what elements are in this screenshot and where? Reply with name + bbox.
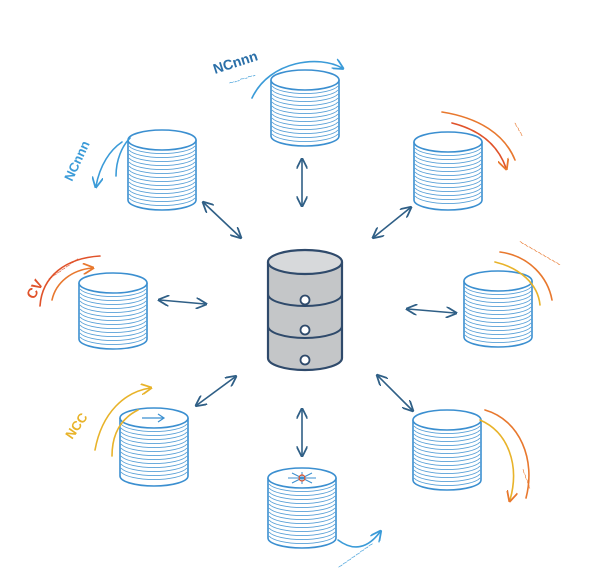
database-node-left bbox=[78, 272, 148, 350]
database-node-top bbox=[270, 69, 340, 147]
label-lower-left: NCC bbox=[62, 410, 91, 442]
database-node-bottom bbox=[267, 467, 337, 549]
curve-upper-right-2 bbox=[451, 122, 506, 168]
curve-right-1 bbox=[499, 251, 553, 301]
curve-lower-left-2 bbox=[111, 409, 139, 457]
database-node-lower-right bbox=[412, 409, 482, 491]
arrow-lower-left bbox=[197, 377, 235, 405]
curve-lower-right-1 bbox=[484, 409, 530, 499]
curve-bottom-1 bbox=[337, 532, 380, 548]
central-database bbox=[266, 248, 344, 372]
db-indicator-3 bbox=[299, 354, 311, 366]
db-indicator-2 bbox=[299, 324, 311, 336]
curve-left-2 bbox=[51, 268, 92, 301]
database-node-lower-left bbox=[119, 407, 189, 487]
label-left: CV bbox=[23, 276, 47, 301]
arrow-upper-left bbox=[204, 203, 240, 237]
peripheral-databases bbox=[78, 69, 533, 549]
sublabel-right: ~~~~~~~~~ bbox=[517, 237, 563, 269]
curve-lower-right-2 bbox=[479, 419, 513, 500]
label-upper-left: NCnnn bbox=[61, 138, 93, 183]
arrow-right bbox=[408, 309, 455, 313]
connection-arrows bbox=[160, 160, 455, 455]
database-node-upper-left bbox=[127, 129, 197, 211]
arrow-lower-right bbox=[378, 376, 412, 410]
sublabel-bottom: ~~~~~~~~ bbox=[335, 539, 375, 571]
curve-upper-right-1 bbox=[441, 111, 516, 161]
curve-left-1 bbox=[39, 255, 101, 307]
router-icon bbox=[288, 472, 316, 484]
db-indicator-1 bbox=[299, 294, 311, 306]
sublabel-lower-right: ~~~~ bbox=[518, 467, 535, 490]
replica-arrow-icon bbox=[142, 413, 166, 423]
arrow-upper-right bbox=[374, 208, 410, 237]
curve-upper-left-2 bbox=[96, 141, 123, 186]
sublabel-upper-right: ~~~ bbox=[510, 120, 527, 139]
curve-lower-left-1 bbox=[94, 388, 150, 451]
curve-upper-left-1 bbox=[115, 137, 131, 177]
curve-top bbox=[251, 62, 342, 99]
database-node-upper-right bbox=[413, 131, 483, 211]
sublabel-top: ~--~-~- bbox=[228, 70, 257, 88]
arrow-left bbox=[160, 300, 205, 304]
database-node-right bbox=[463, 270, 533, 348]
accent-curves bbox=[39, 62, 553, 548]
curve-right-2 bbox=[494, 261, 541, 306]
